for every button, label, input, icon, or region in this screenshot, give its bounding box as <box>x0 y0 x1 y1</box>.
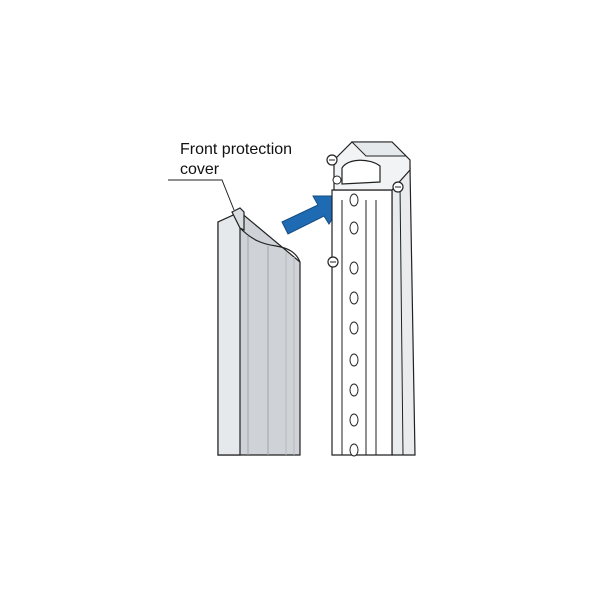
beam-hole <box>349 353 359 367</box>
beam-hole <box>349 291 359 305</box>
column-side <box>391 166 416 456</box>
beam-hole <box>349 261 359 275</box>
screw-icon <box>326 154 404 268</box>
sensor-column <box>326 141 416 457</box>
callout-leader <box>168 179 235 211</box>
column-side-edge <box>399 184 404 456</box>
cover-inner-channel <box>239 227 301 263</box>
beam-hole <box>349 383 359 397</box>
beam-hole <box>349 321 359 335</box>
cover-top-lip <box>231 207 245 231</box>
callout-label-line2: cover <box>180 161 220 178</box>
beam-hole-row <box>349 193 359 457</box>
beam-hole <box>349 193 359 207</box>
beam-hole <box>349 443 359 457</box>
leader-line <box>168 179 235 211</box>
column-front <box>331 189 393 456</box>
beam-hole <box>349 413 359 427</box>
callout-label-line1: Front protection <box>180 141 293 158</box>
callout-label: Front protection cover <box>180 140 292 180</box>
column-cap-ridge <box>350 141 408 157</box>
front-protection-cover <box>217 207 301 456</box>
column-cap-face <box>341 159 381 185</box>
beam-hole <box>349 221 359 235</box>
cover-front-face <box>217 211 241 456</box>
